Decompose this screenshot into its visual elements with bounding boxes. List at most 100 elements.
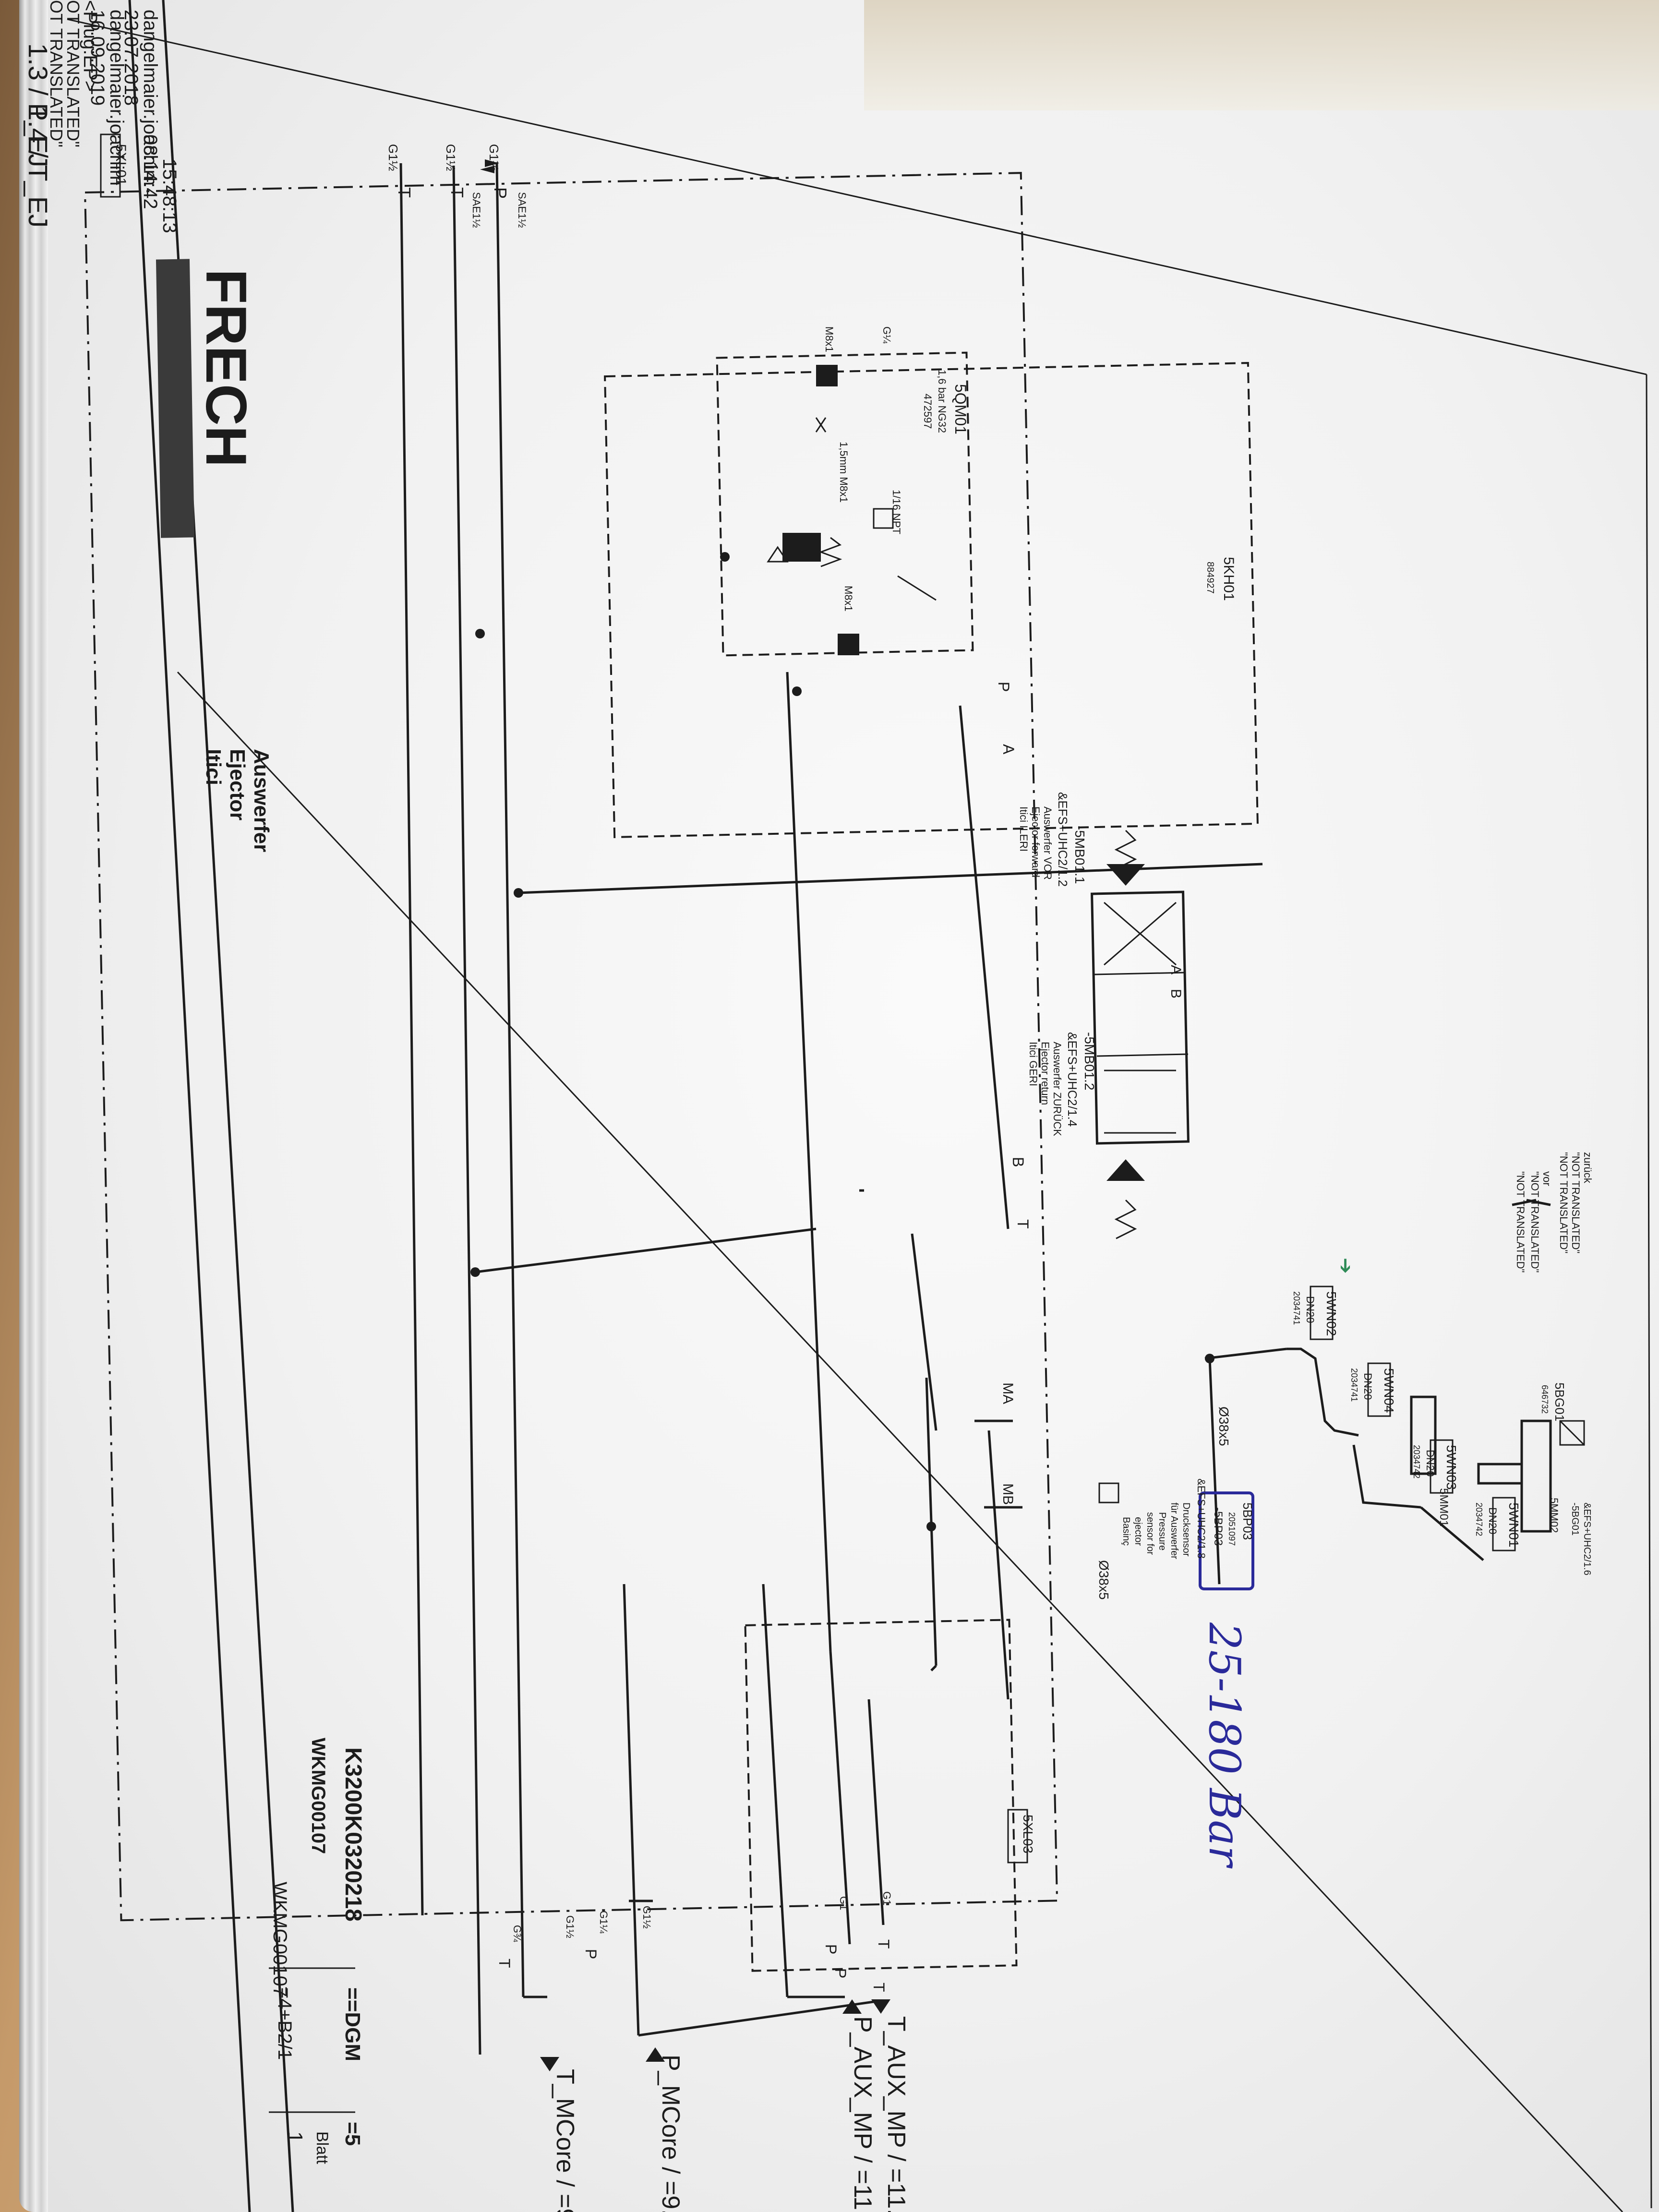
tb-plant-code: WKMG00107 bbox=[308, 1738, 329, 1854]
wn04-tag: 5WN04 bbox=[1382, 1368, 1396, 1413]
left-pt-p: P bbox=[491, 187, 510, 199]
coil1-text-3: Itici ILERI bbox=[1018, 806, 1030, 852]
left-pt-t2: T bbox=[395, 187, 414, 198]
right-pt-p: P bbox=[822, 1944, 840, 1954]
wn02-dn: DN20 bbox=[1304, 1296, 1316, 1323]
solenoid-1 bbox=[1106, 864, 1145, 886]
cylinder-body bbox=[1520, 1419, 1552, 1533]
left-g2: G1½ bbox=[444, 144, 458, 171]
qm01-g: G¼ bbox=[881, 326, 893, 344]
tb-desc-2: Ejector bbox=[226, 749, 249, 820]
bp03-text-4: sensor for bbox=[1145, 1512, 1155, 1555]
pipe-wn04-wn03 bbox=[1352, 1444, 1421, 1509]
line-pilot bbox=[786, 672, 832, 1652]
port-t-aux: T_AUX_MP / =11.1+C1/ bbox=[882, 2016, 910, 2212]
right-pt-t2: T bbox=[870, 1983, 888, 1992]
tb-plant-code-2: WKMG00107 bbox=[269, 1882, 290, 1997]
tb-log-time-1: 15:48:13 bbox=[159, 158, 180, 233]
bp03-text-5: ejector bbox=[1133, 1517, 1143, 1546]
bp03-text-3: Pressure bbox=[1157, 1512, 1167, 1551]
right-g-p3: G1¼ bbox=[598, 1911, 610, 1934]
valve-port-b: B bbox=[1168, 989, 1184, 998]
pressure-sensor-5bp03: 5BP03 2051097 -5BP03 &EFS+UHC2/1.8 Druck… bbox=[1098, 1479, 1255, 1869]
right-pt-p2: P bbox=[832, 1968, 849, 1978]
kh01-boundary bbox=[604, 362, 1259, 838]
port-p-letter: P bbox=[995, 682, 1012, 692]
dot-6 bbox=[926, 1522, 936, 1531]
tb-log-date-2: 16.09.2019 bbox=[87, 10, 108, 106]
check-valve-body bbox=[782, 533, 821, 562]
bg01-tag: 5BG01 bbox=[1552, 1382, 1567, 1421]
cylinder-2-body bbox=[1410, 1395, 1437, 1475]
sheet-border-right bbox=[1646, 374, 1652, 2209]
plug-1 bbox=[816, 365, 838, 386]
tb-desc-1: Auswerfer bbox=[250, 749, 273, 852]
bg01-diag bbox=[1559, 1420, 1585, 1446]
pipe-to-wn02 bbox=[1204, 1347, 1287, 1360]
wn01-part: 2034742 bbox=[1474, 1503, 1484, 1536]
line-ma bbox=[987, 1430, 1010, 1700]
line-pilot-2 bbox=[829, 1651, 851, 1945]
port-b-letter: B bbox=[1010, 1157, 1027, 1167]
coil2-text-3: Itici GERI bbox=[1027, 1042, 1039, 1086]
wn04-box bbox=[1367, 1362, 1391, 1417]
wn02-arrow: ➔ bbox=[1335, 1258, 1356, 1274]
right-g-t3: G¾ bbox=[511, 1925, 523, 1942]
bp03-text-6: Basinç bbox=[1121, 1517, 1131, 1546]
note-zuruck: zurück bbox=[1582, 1152, 1594, 1184]
orifice-label: 1,5mm M8x1 bbox=[838, 442, 850, 503]
left-sae2: SAE1½ bbox=[470, 192, 482, 228]
node-mb bbox=[930, 1665, 937, 1671]
port-p-aux: P_AUX_MP / =11.1+C1 bbox=[849, 2016, 877, 2212]
port-p-arrow bbox=[485, 159, 499, 167]
xl03-tag-box bbox=[1007, 1809, 1028, 1863]
line-p-aux bbox=[762, 1584, 789, 1997]
line-p-main bbox=[495, 163, 525, 1997]
tb-function: ==DGM bbox=[341, 1987, 364, 2061]
right-pt-t3: T bbox=[496, 1959, 513, 1968]
line-to-gauge bbox=[1208, 1358, 1221, 1585]
tb-sheet-no: 1 bbox=[283, 2131, 307, 2143]
bp03-ref: &EFS+UHC2/1.8 bbox=[1195, 1479, 1207, 1559]
solenoid-2 bbox=[1106, 1159, 1145, 1181]
spring-1 bbox=[1114, 830, 1137, 870]
xl01-tag: -5XL01 bbox=[113, 139, 129, 186]
coil1-text-1: Auswerfer VOR bbox=[1042, 806, 1054, 880]
left-pt-t: T bbox=[447, 187, 467, 198]
port-t-letter: T bbox=[1014, 1219, 1032, 1229]
qm01-part: 472597 bbox=[922, 394, 934, 429]
bg01-sub: -5BG01 bbox=[1570, 1503, 1580, 1536]
note-nt3: "NOT TRANSLATED" bbox=[1529, 1171, 1541, 1273]
xl01-tag-box bbox=[100, 133, 121, 198]
line-a-valve bbox=[959, 705, 1010, 1229]
dot-7 bbox=[475, 629, 485, 638]
valve-div-2 bbox=[1096, 1053, 1189, 1057]
tb-log-user-2: dangelmaier.joachim bbox=[106, 10, 127, 186]
tb-line-1 bbox=[128, 0, 251, 2212]
handwritten-box bbox=[1199, 1491, 1254, 1590]
note-nt1: "NOT TRANSLATED" bbox=[1570, 1152, 1582, 1253]
wn01-dn: DN20 bbox=[1487, 1507, 1499, 1534]
gauge-mb: MB bbox=[1000, 1483, 1016, 1505]
qm01-spec: 1,6 bar NG32 bbox=[936, 370, 948, 433]
m8-label-1: M8x1 bbox=[823, 326, 835, 352]
right-g-t2: G1½ bbox=[564, 1915, 576, 1938]
tb-page: =5 bbox=[341, 2122, 364, 2146]
coil2-text-2: Ejector return bbox=[1039, 1042, 1051, 1105]
coil1-ref: &EFS+UHC2/1.2 bbox=[1056, 792, 1070, 887]
pipe-wn03-wn01 bbox=[1420, 1506, 1484, 1561]
tb-desc-3: Itici bbox=[202, 749, 225, 785]
right-g-p2: G1½ bbox=[641, 1906, 653, 1929]
qm01-tag: 5QM01 bbox=[952, 384, 969, 434]
plastic-wrap bbox=[864, 0, 1659, 110]
note-nt2: "NOT TRANSLATED" bbox=[1558, 1152, 1570, 1253]
tb-location: =4+B2/1 bbox=[274, 1987, 295, 2060]
wn04-part: 2034741 bbox=[1349, 1368, 1359, 1402]
valve-div-1 bbox=[1094, 972, 1186, 975]
t-mcore-arrow bbox=[540, 2057, 559, 2071]
valve-port-a: A bbox=[1168, 965, 1184, 974]
line-t-valve bbox=[475, 1227, 817, 1274]
schematic-sheet bbox=[48, 0, 1659, 2212]
kh01-tag: 5KH01 bbox=[1221, 557, 1237, 601]
